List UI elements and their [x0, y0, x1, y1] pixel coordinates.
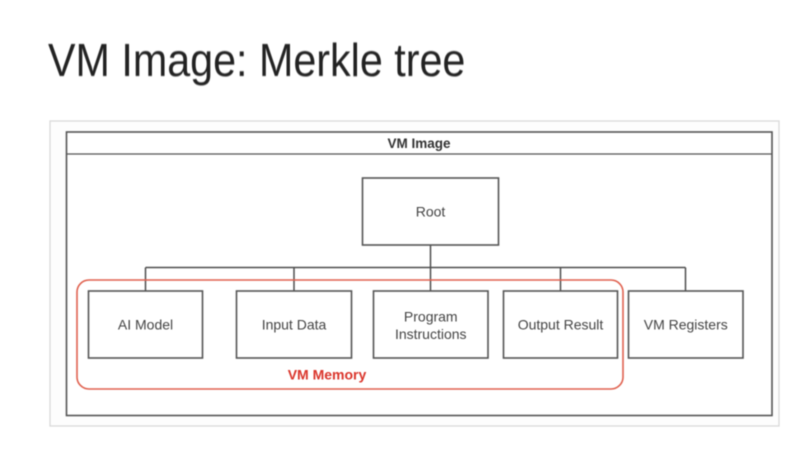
svg-text:VM Registers: VM Registers: [644, 317, 728, 333]
svg-text:AI Model: AI Model: [118, 317, 173, 333]
svg-text:Root: Root: [416, 204, 446, 220]
svg-text:Instructions: Instructions: [395, 326, 467, 342]
svg-text:Output Result: Output Result: [518, 317, 604, 333]
svg-text:Input Data: Input Data: [262, 317, 327, 333]
svg-text:Program: Program: [404, 309, 458, 325]
svg-text:VM Image: VM Image: [387, 136, 451, 151]
svg-text:VM Memory: VM Memory: [288, 367, 367, 383]
